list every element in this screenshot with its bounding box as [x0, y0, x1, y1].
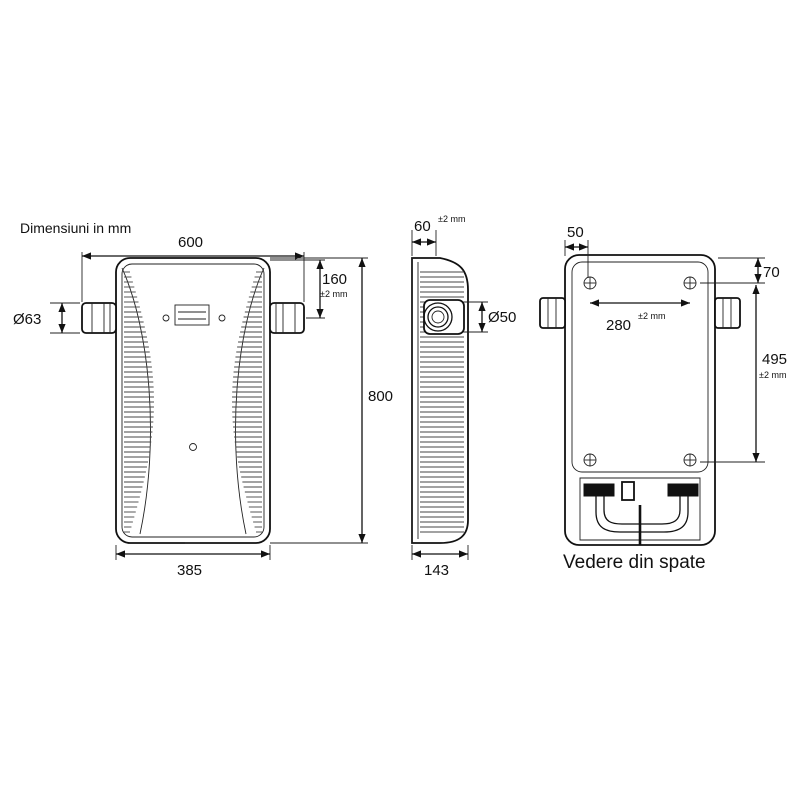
dim-160-tolerance: ±2 mm [320, 289, 347, 299]
screw-right-icon [218, 314, 226, 322]
dim-495-label: 495 [762, 351, 787, 368]
back-body-outline [564, 254, 716, 546]
right-ribbed-panel [232, 267, 265, 535]
back-view: 50 70 280 ±2 mm 495 ±2 mm Vedere din spa… [539, 224, 787, 573]
dim-600-label: 600 [178, 234, 203, 251]
drain-screw-icon [189, 443, 197, 451]
dim-280-label: 280 [606, 317, 631, 334]
left-ribbed-panel [121, 267, 154, 535]
back-mounting-plate [571, 261, 709, 473]
side-view: 60 ±2 mm Ø50 143 [411, 214, 516, 579]
front-inlet-pipe [81, 302, 117, 334]
units-caption: Dimensiuni in mm [20, 220, 131, 236]
dim-50-label: 50 [567, 224, 584, 241]
dim-800-label: 800 [368, 388, 393, 405]
side-pipe-fitting [423, 299, 465, 335]
back-right-pipe [714, 297, 741, 329]
dim-60-label: 60 [414, 218, 431, 235]
control-display [174, 304, 210, 326]
dim-280-tolerance: ±2 mm [638, 311, 665, 321]
dim-70-label: 70 [763, 264, 780, 281]
front-view: 600 160 ±2 mm Ø63 800 385 [13, 234, 393, 579]
dim-160-label: 160 [322, 271, 347, 288]
front-body-outline [115, 257, 271, 544]
dim-495-tolerance: ±2 mm [759, 370, 786, 380]
dim-phi63-label: Ø63 [13, 311, 41, 328]
back-left-pipe [539, 297, 566, 329]
dim-phi50-label: Ø50 [488, 309, 516, 326]
front-outlet-pipe [269, 302, 305, 334]
back-plumbing [579, 477, 701, 545]
dim-143-label: 143 [424, 562, 449, 579]
dim-60-tolerance: ±2 mm [438, 214, 465, 224]
back-view-title: Vedere din spate [563, 552, 706, 573]
screw-left-icon [162, 314, 170, 322]
dim-385-label: 385 [177, 562, 202, 579]
